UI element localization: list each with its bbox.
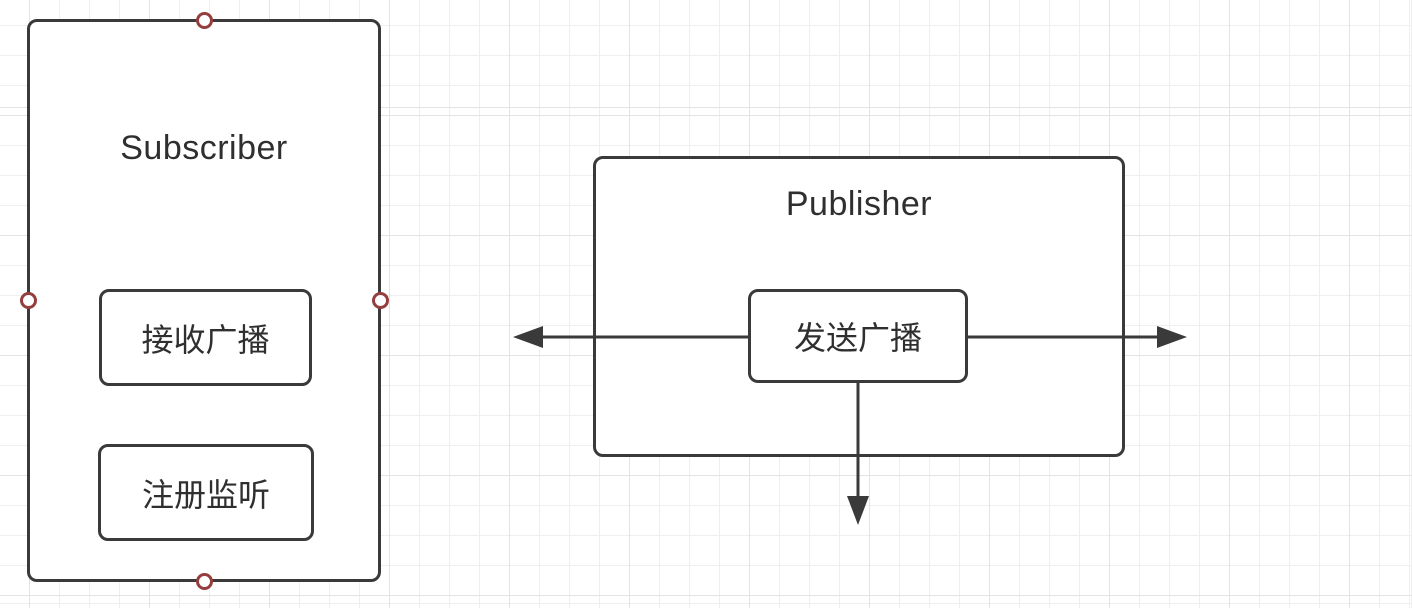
register-listener-label: 注册监听 — [141, 476, 270, 513]
subscriber-title: Subscriber — [120, 129, 288, 167]
publisher-title: Publisher — [785, 185, 933, 223]
selection-handle-right[interactable] — [372, 292, 389, 309]
selection-handle-top[interactable] — [196, 12, 213, 29]
register-listener-shape[interactable]: 注册监听 — [98, 444, 314, 541]
send-broadcast-shape[interactable]: 发送广播 — [748, 289, 968, 383]
receive-broadcast-shape[interactable]: 接收广播 — [99, 289, 312, 386]
receive-broadcast-label: 接收广播 — [141, 321, 270, 358]
send-broadcast-label: 发送广播 — [793, 320, 922, 356]
selection-handle-left[interactable] — [20, 292, 37, 309]
selection-handle-bottom[interactable] — [196, 573, 213, 590]
